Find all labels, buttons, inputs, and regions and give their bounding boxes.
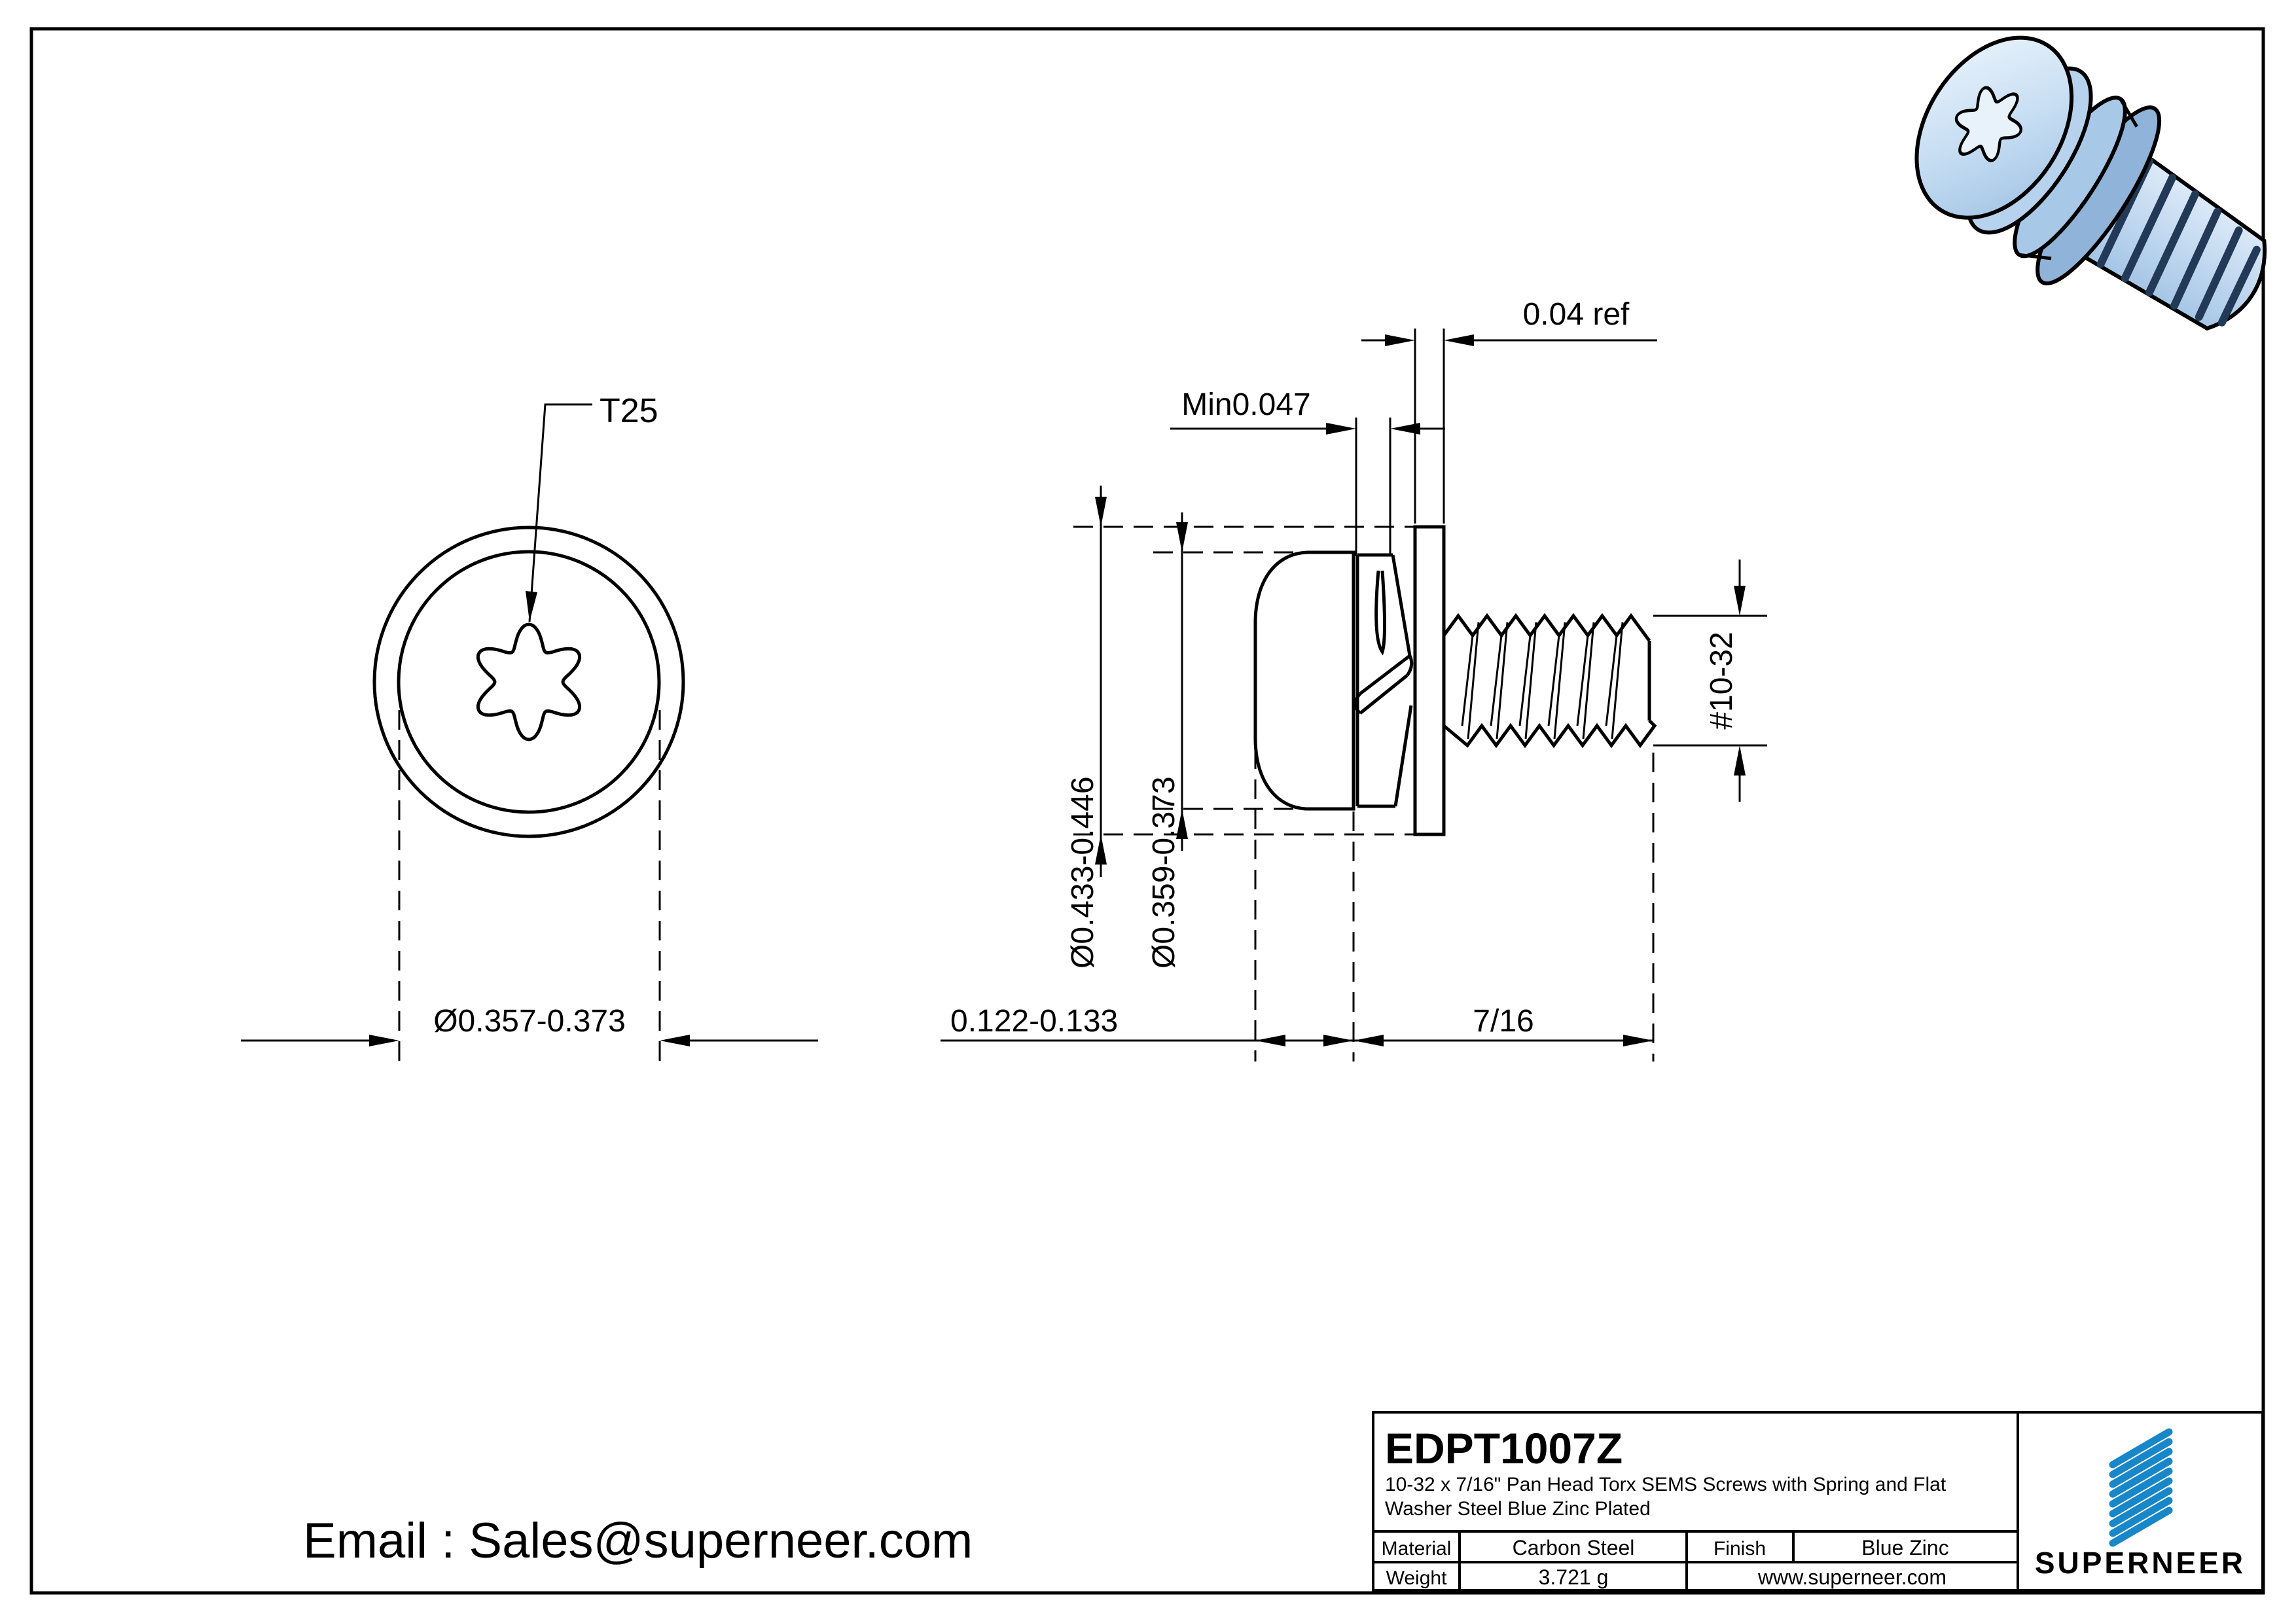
side-view-geometry [1253, 525, 1657, 836]
finish-label: Finish [1713, 1538, 1766, 1560]
dim-arrow-icon [1390, 423, 1420, 435]
website-link[interactable]: www.superneer.com [1757, 1565, 1946, 1589]
dim-arrow-icon [1326, 423, 1356, 435]
spring-washer-min-dim-label: Min0.047 [1181, 387, 1310, 422]
title-block: EDPT1007Z 10-32 x 7/16" Pan Head Torx SE… [1372, 1411, 2264, 1592]
dim-arrow-icon [1323, 1035, 1354, 1046]
title-block-border [1372, 1411, 2264, 1592]
dim-arrow-icon [1354, 1035, 1384, 1046]
render-flat-washer [2036, 105, 2162, 286]
material-value: Carbon Steel [1513, 1536, 1635, 1560]
head-diameter-dim-label: Ø0.357-0.373 [433, 1004, 626, 1039]
pan-head-profile [1253, 550, 1355, 811]
torx-leader-line [528, 403, 592, 622]
sheet-border [29, 27, 2265, 1595]
title-block-grid [1373, 1412, 2019, 1590]
part-description-line2: Washer Steel Blue Zinc Plated [1385, 1498, 1651, 1520]
front-view-dimensions: T25 Ø0.357-0.373 [241, 392, 818, 1061]
thread-flank-lines [1461, 622, 1624, 740]
weight-value: 3.721 g [1539, 1565, 1609, 1589]
washer-od-dim-label: Ø0.433-0.446 [1066, 776, 1100, 969]
thread-spec-dim-label: #10-32 [1704, 632, 1739, 729]
leader-arrow-icon [526, 591, 537, 622]
brand-logo-icon [2109, 1428, 2173, 1547]
dim-arrow-icon [1385, 334, 1415, 346]
dim-arrow-icon [1734, 745, 1746, 776]
dim-arrow-icon [1255, 1035, 1285, 1046]
dim-arrow-icon [1176, 809, 1188, 839]
part-number: EDPT1007Z [1385, 1424, 1623, 1472]
dim-arrow-icon [1176, 522, 1188, 552]
washer-circle [372, 526, 685, 838]
head-od-dim-label: Ø0.359-0.373 [1147, 776, 1181, 969]
brand-name: SUPERNEER [2035, 1546, 2246, 1580]
side-view-dimensions: Ø0.433-0.446 Ø0.359-0.373 Min0.047 0.04 … [941, 297, 1767, 1061]
extension-line [1355, 418, 1391, 556]
spring-washer-profile [1354, 553, 1414, 808]
torx-recess-icon [476, 622, 582, 741]
dim-arrow-icon [369, 1035, 399, 1046]
finish-value: Blue Zinc [1861, 1536, 1948, 1560]
head-circle [397, 550, 661, 814]
dim-arrow-icon [1623, 1035, 1653, 1046]
dim-arrow-icon [1095, 497, 1107, 527]
extension-line [1653, 615, 1767, 747]
dim-arrow-icon [1734, 586, 1746, 616]
dim-arrow-icon [1444, 334, 1474, 346]
contact-email[interactable]: Email : Sales@superneer.com [303, 1513, 973, 1569]
weight-label: Weight [1386, 1567, 1447, 1589]
dim-arrow-icon [1095, 834, 1107, 865]
part-description-line1: 10-32 x 7/16" Pan Head Torx SEMS Screws … [1385, 1474, 1946, 1495]
render-torx-recess-icon [1954, 86, 2023, 162]
extension-line [1414, 329, 1445, 524]
torx-size-label: T25 [600, 392, 658, 430]
thread-length-dim-label: 7/16 [1473, 1004, 1534, 1039]
dim-arrow-icon [660, 1035, 690, 1046]
flat-washer-profile [1413, 525, 1446, 836]
front-view-geometry [372, 526, 685, 838]
thread-profile [1442, 613, 1657, 749]
head-height-dim-label: 0.122-0.133 [950, 1004, 1118, 1039]
material-label: Material [1382, 1538, 1452, 1560]
flat-washer-thickness-dim-label: 0.04 ref [1523, 297, 1630, 332]
product-photo [1914, 35, 2267, 331]
